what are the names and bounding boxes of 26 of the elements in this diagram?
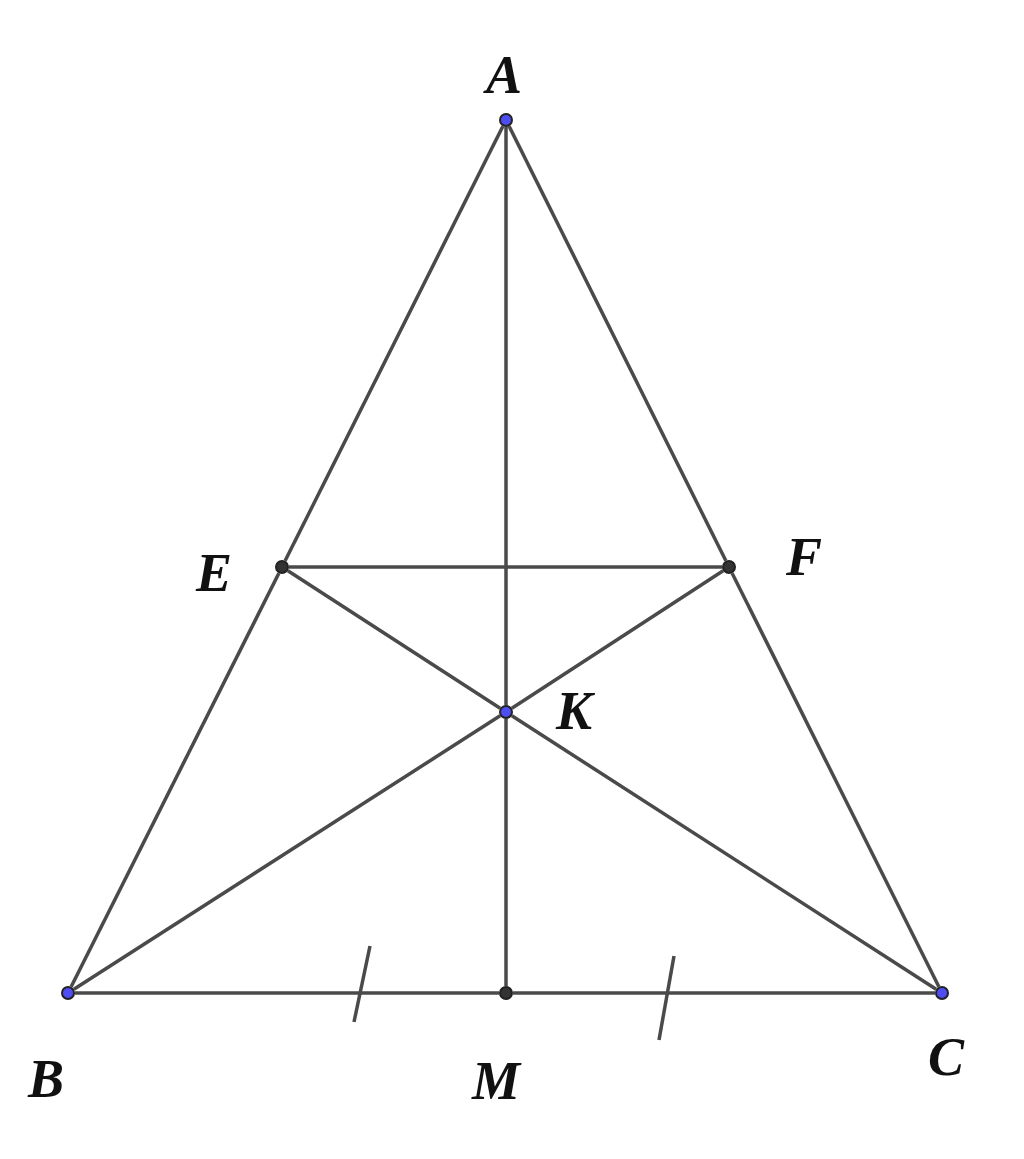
line-segment — [513, 991, 935, 995]
point — [61, 986, 75, 1000]
line-segment — [510, 714, 938, 991]
line-segment — [510, 569, 725, 710]
line-segment — [504, 127, 508, 705]
point-label: K — [556, 684, 593, 738]
line-segment — [289, 565, 722, 569]
line-segment — [504, 719, 508, 986]
point — [499, 705, 513, 719]
point — [499, 113, 513, 127]
line-segment — [730, 572, 941, 988]
point-label: E — [196, 546, 233, 600]
point-label: C — [928, 1030, 965, 1084]
line-segment — [283, 125, 505, 562]
line-segment — [75, 991, 499, 995]
line-segment — [507, 125, 728, 562]
line-segment — [72, 714, 502, 991]
point-label: B — [28, 1052, 65, 1106]
point-label: M — [472, 1054, 520, 1108]
line-segment — [69, 572, 281, 988]
point — [275, 560, 289, 574]
line-segment — [286, 569, 502, 710]
point-label: F — [786, 530, 823, 584]
point — [499, 986, 513, 1000]
point — [722, 560, 736, 574]
point — [935, 986, 949, 1000]
